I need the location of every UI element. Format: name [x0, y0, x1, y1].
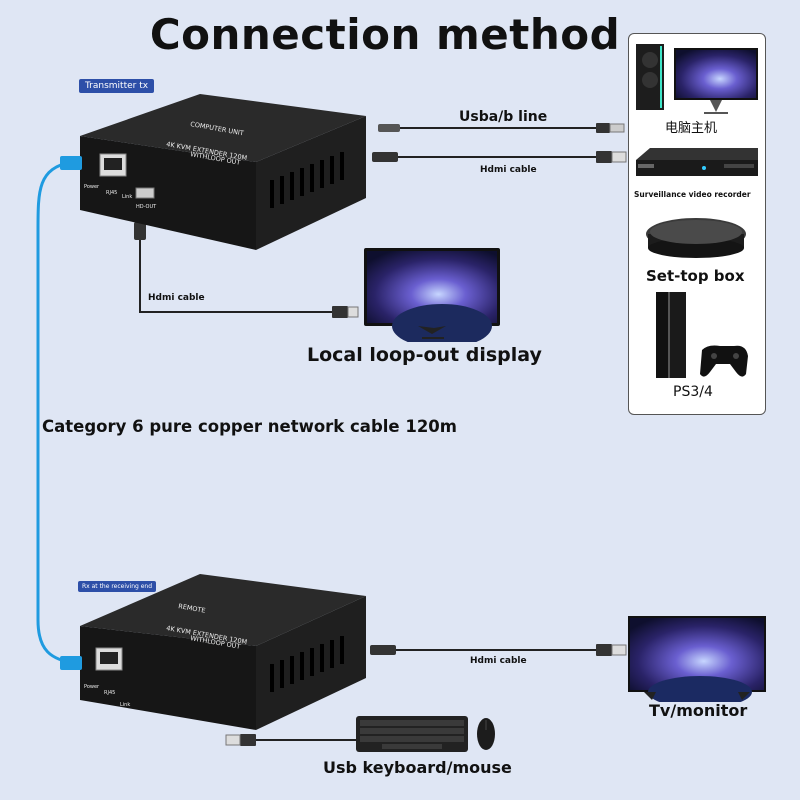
- hdmi-cable-top: [372, 151, 627, 163]
- transmitter-tag: Transmitter tx: [79, 79, 155, 93]
- receiver-unit: REMOTE 4K KVM EXTENDER 120M WITHLOOP OUT…: [80, 574, 366, 730]
- network-plug-rx: [60, 656, 82, 670]
- rx-port-link: Link: [120, 702, 130, 708]
- settop-box-label: Set-top box: [646, 267, 745, 285]
- tx-port-rj45: RJ45: [106, 190, 117, 196]
- hdmi-top-label: Hdmi cable: [480, 165, 537, 175]
- receiver-tag: Rx at the receiving end: [78, 581, 157, 592]
- hdmi-loop-label: Hdmi cable: [148, 293, 205, 303]
- playstation-label: PS3/4: [673, 384, 713, 400]
- nvr-image: [636, 148, 758, 176]
- tv-label: Tv/monitor: [649, 701, 748, 720]
- playstation-image: [656, 292, 748, 378]
- pc-image: [636, 44, 758, 114]
- usb-cable-keyboard: [225, 734, 356, 746]
- hdmi-cable-loop: [134, 222, 359, 318]
- usb-line-label: Usba/b line: [459, 109, 548, 125]
- local-display-label: Local loop-out display: [307, 344, 542, 366]
- pc-label: 电脑主机: [665, 121, 718, 136]
- tx-port-hdout: HD-OUT: [136, 204, 157, 210]
- rx-port-rj45: RJ45: [104, 690, 115, 696]
- transmitter-unit: COMPUTER UNIT 4K KVM EXTENDER 120M WITHL…: [80, 94, 366, 250]
- local-display-image: [364, 248, 500, 342]
- tx-port-link: Link: [122, 194, 132, 200]
- hdmi-bottom-label: Hdmi cable: [470, 656, 527, 666]
- keyboard-mouse-image: [356, 716, 495, 752]
- page-title: Connection method: [149, 10, 621, 59]
- rx-port-power: Power: [84, 684, 100, 690]
- network-cable: [36, 160, 79, 666]
- tx-port-power: Power: [84, 184, 100, 190]
- tv-image: [628, 616, 766, 702]
- keyboard-mouse-label: Usb keyboard/mouse: [323, 758, 512, 777]
- nvr-label: Surveillance video recorder: [634, 190, 751, 199]
- network-cable-label: Category 6 pure copper network cable 120…: [42, 417, 457, 436]
- network-plug-tx: [60, 156, 82, 170]
- settop-box-image: [646, 218, 746, 258]
- usb-cable-top: [378, 123, 625, 133]
- hdmi-cable-bottom: [370, 644, 627, 656]
